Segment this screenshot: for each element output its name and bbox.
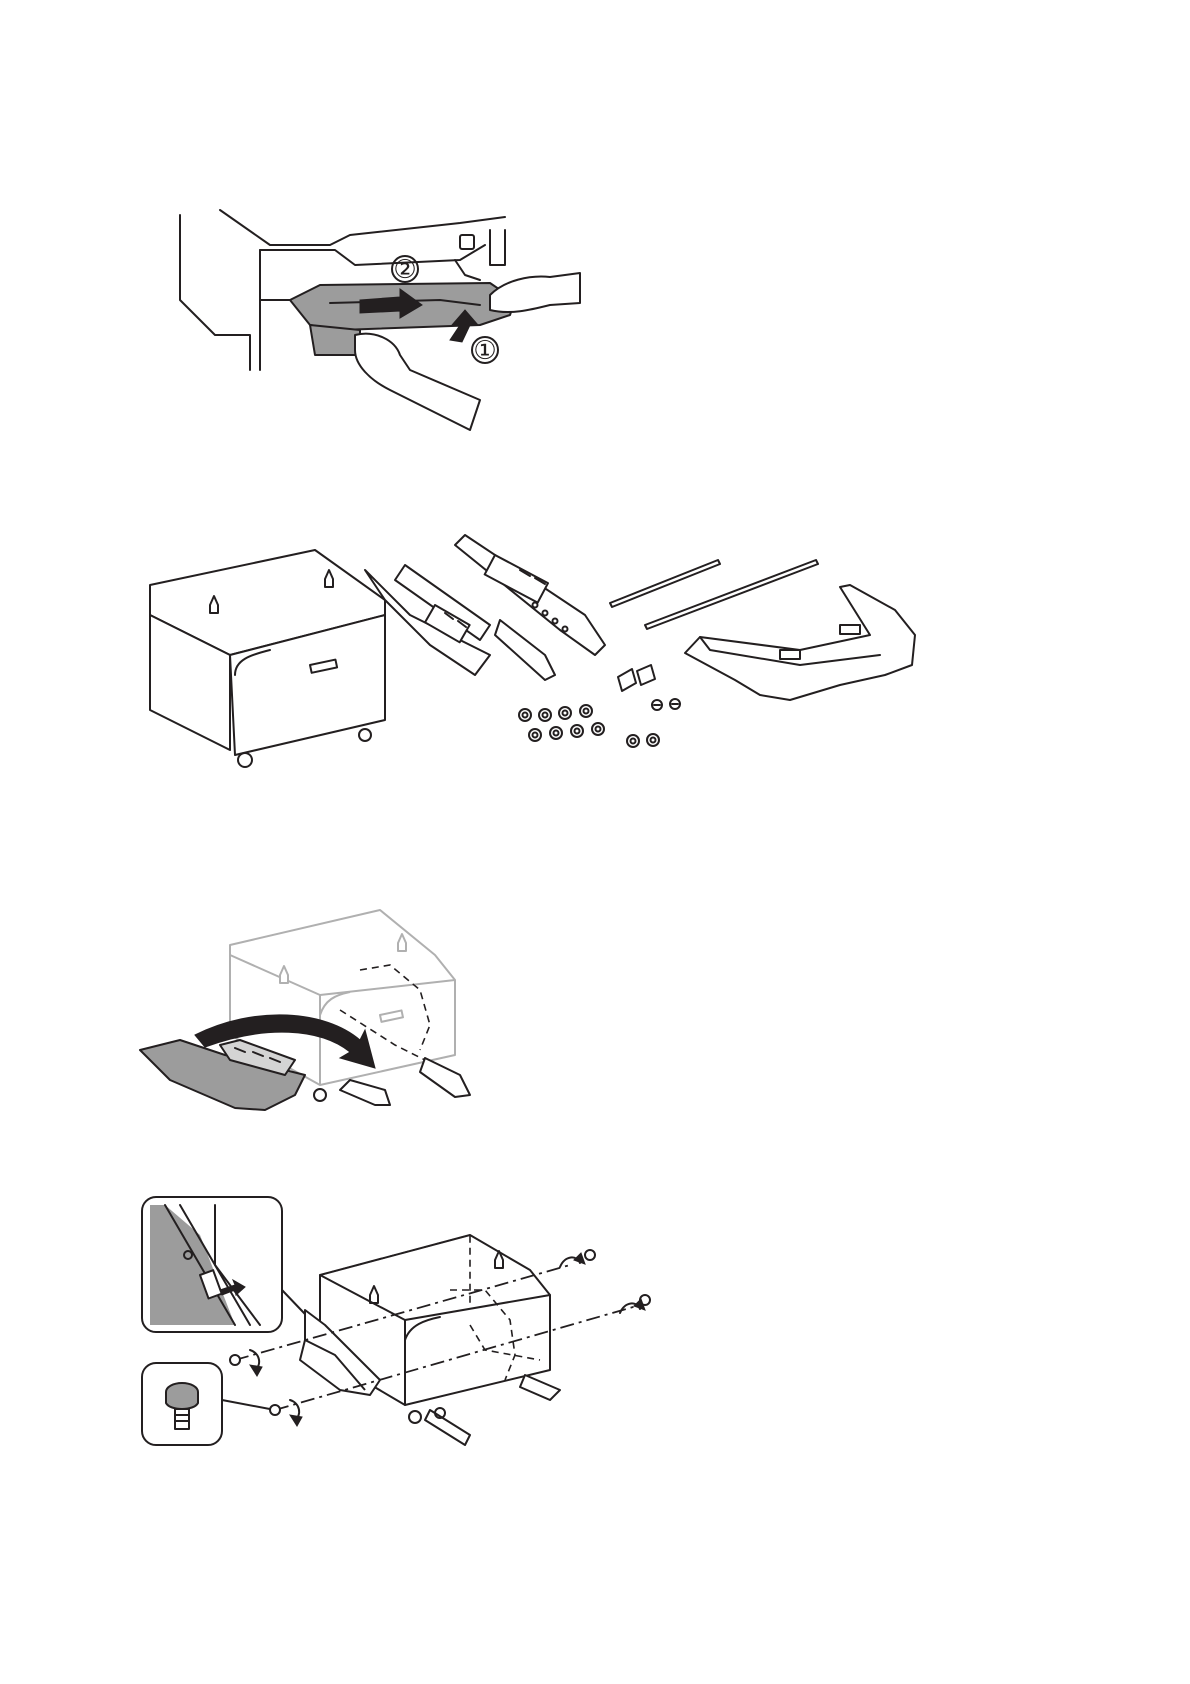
left-hand-icon [355,334,480,430]
secure-stabilizer-illustration [140,1195,670,1450]
parts-list-illustration [140,525,1020,830]
screw-icon [585,1250,595,1260]
detail-callout-bracket [142,1197,282,1332]
step-marker-2: ② [393,255,416,285]
screw-icon [652,700,662,710]
insert-stabilizer-illustration [135,900,505,1130]
screw-icon [670,699,680,709]
screw-icon [559,707,571,719]
detail-callout-screw [142,1363,222,1445]
connecting-rods [610,560,818,629]
screw-icon [647,734,659,746]
small-brackets [618,665,655,691]
figure-cabinet-parts [140,525,1020,830]
step-marker-1: ① [473,336,496,366]
screw-set [519,699,680,747]
screw-icon [627,735,639,747]
screw-icon [550,727,562,739]
screw-icon [529,729,541,741]
screw-icon [270,1405,280,1415]
figure-remove-output-tray: ② ① [160,205,630,440]
screw-icon [580,705,592,717]
screw-icon [230,1355,240,1365]
screw-icon [571,725,583,737]
screw-icon [539,709,551,721]
output-tray-removal-illustration: ② ① [160,205,630,440]
figure-secure-stabilizer [140,1195,670,1450]
right-hand-icon [490,273,580,312]
screw-icon [592,723,604,735]
power-button-icon [460,235,474,249]
figure-insert-stabilizer [135,900,505,1130]
screw-icon [519,709,531,721]
cabinet-unit [150,550,385,767]
